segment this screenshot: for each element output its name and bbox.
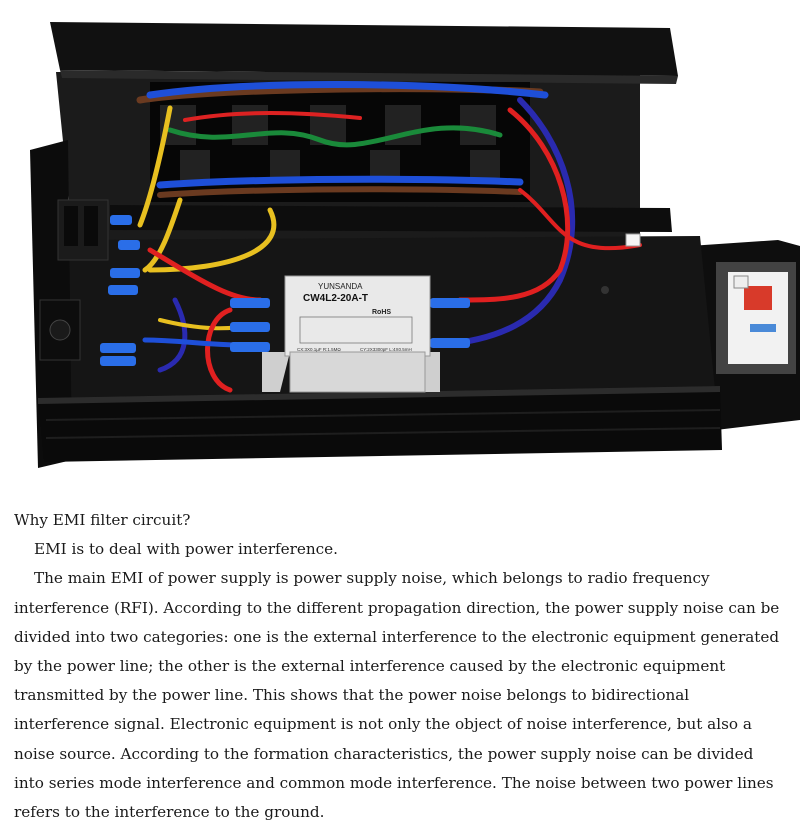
module-model: CW4L2-20A-T [303,293,368,304]
module-brand: YUNSANDA [318,282,363,291]
module-cert: RoHS [372,309,391,316]
switch-block [39,199,109,361]
article-heading: Why EMI filter circuit? [14,511,191,529]
module-spec-left: CX:3X0.1µF R:1.5MΩ [297,347,341,352]
spade-connectors [100,215,470,366]
module-spec-right: CY:2X3300pF L:4X0.5mH [360,347,412,352]
emi-filter-chassis-photo-icon: YUNSANDA CW4L2-20A-T RoHS CX:3X0.1µF R:1… [30,22,800,468]
article: Why EMI filter circuit? EMI is to deal w… [14,506,786,827]
article-paragraph: EMI is to deal with power interference. [34,540,338,559]
product-photo: YUNSANDA CW4L2-20A-T RoHS CX:3X0.1µF R:1… [30,22,800,468]
display-pcb [716,262,796,374]
article-paragraph: The main EMI of power supply is power su… [14,569,780,822]
front-wall [38,386,722,462]
wiring [136,81,642,393]
lid [50,22,678,76]
emi-filter-module: YUNSANDA CW4L2-20A-T RoHS CX:3X0.1µF R:1… [262,275,440,393]
